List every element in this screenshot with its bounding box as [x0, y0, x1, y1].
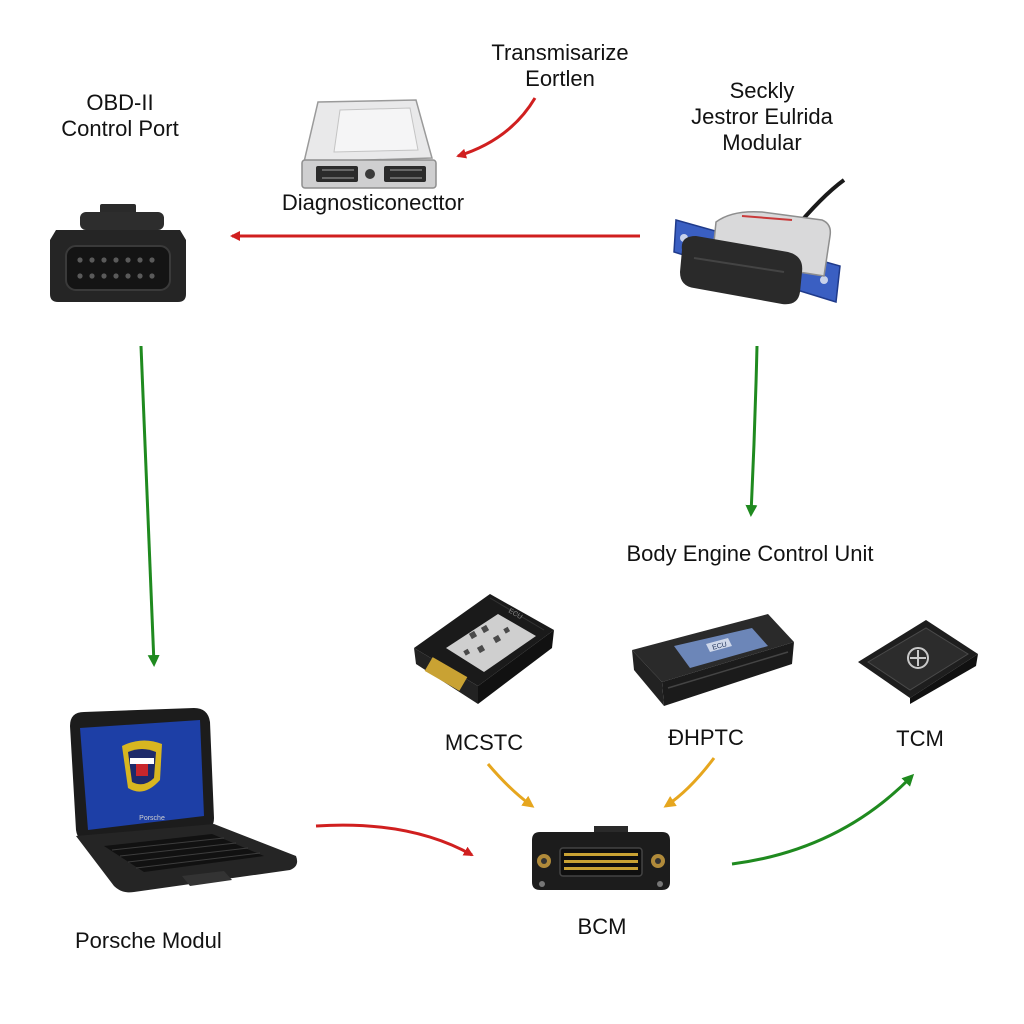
label-diagnostic-connector: Diagnosticonecttor	[281, 190, 465, 215]
bcm-module-icon	[532, 826, 670, 890]
arrow-dhptc-to-bcm	[663, 757, 716, 808]
arrow-mcstc-to-bcm	[486, 763, 535, 808]
label-bcm: BCM	[577, 914, 627, 939]
laptop-brand-text: Porsche	[139, 815, 165, 822]
interface-module-icon	[673, 178, 846, 305]
label-porsche-modul: Porsche Modul	[75, 928, 222, 953]
dhptc-module-icon: ECU	[632, 614, 794, 706]
laptop-icon: Porsche	[70, 708, 298, 893]
arrow-laptop-to-bcm	[315, 823, 474, 857]
arrow-obd-to-laptop	[139, 345, 160, 667]
label-seckly-module: Seckly Jestror Eulrida Modular	[691, 78, 833, 155]
dhptc-screen-text: ECU	[712, 641, 728, 651]
label-tcm: TCM	[896, 726, 944, 751]
mcstc-module-icon: ECU	[414, 594, 554, 704]
tcm-module-icon	[858, 620, 978, 704]
arrow-module-to-body-ecu	[745, 345, 759, 517]
label-body-ecu: Body Engine Control Unit	[626, 541, 874, 566]
obd-connector-icon	[50, 204, 186, 302]
label-transmisarize: Transmisarize Eortlen	[491, 40, 629, 91]
diagnostic-connector-icon	[301, 99, 437, 189]
arrow-transmisarize-to-diagnostic	[456, 97, 537, 159]
label-dhptc: ÐHPTC	[668, 725, 744, 750]
label-mcstc: MCSTC	[444, 730, 524, 755]
arrow-bcm-to-tcm	[731, 773, 915, 866]
label-obd-port: OBD-II Control Port	[61, 90, 179, 141]
